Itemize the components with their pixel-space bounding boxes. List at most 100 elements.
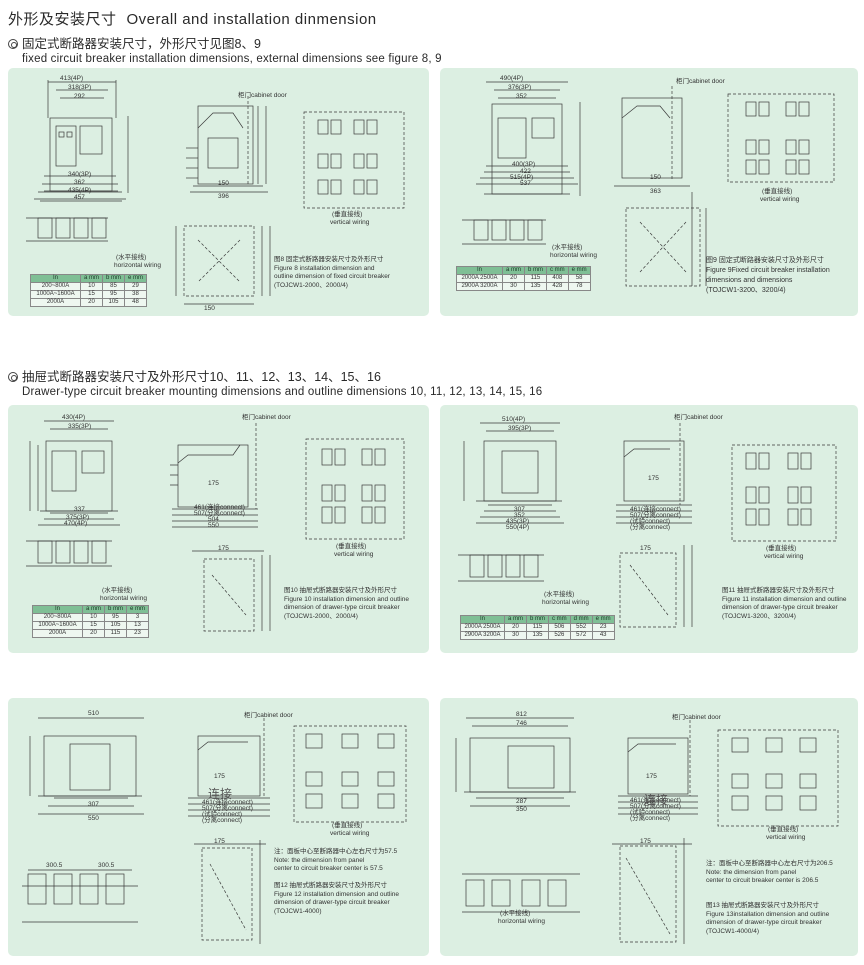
connect-label: (试验connect) <box>630 518 671 525</box>
dimension-label: 350 <box>516 806 527 813</box>
dimension-label: 413(4P) <box>60 75 84 82</box>
connect-label: 461(连接connect) <box>630 797 681 804</box>
dimension-label: 340(3P) <box>68 171 92 178</box>
connect-label: 507(分离connect) <box>630 803 681 810</box>
connect-label: (分离connect) <box>630 524 671 531</box>
vertical-wiring-zh: (垂直接线) <box>336 543 367 550</box>
connect-label: (试验connect) <box>202 811 243 818</box>
horizontal-wiring-en: horizontal wiring <box>498 918 545 925</box>
section-drawer-title-en: Drawer-type circuit breaker mounting dim… <box>22 386 543 398</box>
vertical-wiring-en: vertical wiring <box>760 196 800 203</box>
vertical-wiring-en: vertical wiring <box>764 553 804 560</box>
dimension-label: 510 <box>88 710 99 717</box>
vertical-wiring-zh: (垂直接线) <box>766 545 797 552</box>
figure-8-caption: 图8 固定式断路器安装尺寸及外形尺寸 Figure 8 installation… <box>274 256 390 289</box>
figure-13-panel: 812 746 287 350 175 461(连接connect) 507(分… <box>440 698 858 956</box>
dimension-label: 400(3P) <box>512 161 536 168</box>
dimension-label: 470(4P) <box>64 520 88 527</box>
dimension-label: 175 <box>208 480 219 487</box>
vertical-wiring-zh: (垂直接线) <box>762 188 793 195</box>
dimension-label: 150 <box>650 174 661 181</box>
dimension-label: 550 <box>88 815 99 822</box>
connect-label: (分离connect) <box>202 817 243 824</box>
dimension-label: 337 <box>74 506 85 513</box>
connect-label: 507(分离connect) <box>630 512 681 519</box>
figure-10-drawing <box>26 420 405 632</box>
figure-9-panel: 490(4P) 376(3P) 352 400(3P) 422 515(4P) … <box>440 68 858 316</box>
figure-9-caption: 图9 固定式断路器安装尺寸及外形尺寸 Figure 9Fixed circuit… <box>706 257 830 294</box>
dimension-label: 307 <box>514 506 525 513</box>
dimension-label: 550 <box>208 522 219 529</box>
dimension-label: 376(3P) <box>508 84 532 91</box>
cabinet-door-label: 柜门cabinet door <box>676 78 725 85</box>
page-title: 外形及安装尺寸 Overall and installation dinmensi… <box>8 8 377 29</box>
cabinet-door-label: 柜门cabinet door <box>242 414 291 421</box>
vertical-wiring-zh: (垂直接线) <box>768 826 799 833</box>
figure-12-caption: 图12 抽屉式断路器安装尺寸及外形尺寸 Figure 12 installati… <box>274 882 400 915</box>
dimension-label: 375(3P) <box>66 514 90 521</box>
bullet-icon <box>8 39 18 49</box>
dimension-label: 746 <box>516 720 527 727</box>
connect-label: 507(分离connect) <box>194 510 245 517</box>
figure-12-panel: 510 300.5 300.5 307 550 175 461(连接connec… <box>8 698 429 956</box>
vertical-wiring-zh: (垂直接线) <box>332 822 363 829</box>
dimension-label: 515(4P) <box>510 174 534 181</box>
dimension-label: 175 <box>218 545 229 552</box>
horizontal-wiring-en: horizontal wiring <box>550 252 597 259</box>
dimension-label: 395(3P) <box>508 425 532 432</box>
figure-9-drawing <box>462 81 835 287</box>
figure-8-drawing <box>26 80 405 305</box>
dimension-label: 550(4P) <box>506 524 530 531</box>
dimension-label: 175 <box>214 838 225 845</box>
figure-11-drawing <box>458 422 837 628</box>
connect-label: 461(连接connect) <box>630 506 681 513</box>
dimension-label: 504 <box>208 516 219 523</box>
connect-label: 461(连接connect) <box>202 799 253 806</box>
dimension-label: 352 <box>514 512 525 519</box>
dimension-label: 292 <box>74 93 85 100</box>
vertical-wiring-en: vertical wiring <box>330 219 370 226</box>
dimension-label: 537 <box>520 180 531 187</box>
section-fixed-heading: 固定式断路器安装尺寸，外形尺寸见图8、9 fixed circuit break… <box>8 33 442 65</box>
dimension-label: 335(3P) <box>68 423 92 430</box>
figure-13-drawing <box>455 717 839 944</box>
dimension-label: 457 <box>74 194 85 201</box>
horizontal-wiring-zh: (水平接线) <box>500 910 531 917</box>
dimension-label: 396 <box>218 193 229 200</box>
figure-12-note: 注：面板中心至断路器中心左右尺寸为57.5 Note: the dimensio… <box>274 848 398 872</box>
dimension-label: 490(4P) <box>500 75 524 82</box>
dimension-label: 175 <box>648 475 659 482</box>
figure-10-panel: 430(4P) 335(3P) 337 375(3P) 470(4P) 175 … <box>8 405 429 653</box>
cabinet-door-label: 柜门cabinet door <box>672 714 721 721</box>
horizontal-wiring-en: horizontal wiring <box>542 599 589 606</box>
dimension-label: 435(4P) <box>68 187 92 194</box>
vertical-wiring-en: vertical wiring <box>334 551 374 558</box>
vertical-wiring-en: vertical wiring <box>330 830 370 837</box>
dimension-label: 150 <box>218 180 229 187</box>
dimension-label: 300.5 <box>98 862 115 869</box>
vertical-wiring-en: vertical wiring <box>766 834 806 841</box>
dimension-label: 175 <box>646 773 657 780</box>
connect-label: (试验connect) <box>630 809 671 816</box>
section-drawer-heading: 抽屉式断路器安装尺寸及外形尺寸10、11、12、13、14、15、16 Draw… <box>8 366 542 398</box>
page-title-en: Overall and installation dinmension <box>126 11 377 28</box>
vertical-wiring-zh: (垂直接线) <box>332 211 363 218</box>
connect-label: 507(分离connect) <box>202 805 253 812</box>
page-title-zh: 外形及安装尺寸 <box>8 11 117 28</box>
figure-10-caption: 图10 抽屉式断路器安装尺寸及外形尺寸 Figure 10 installati… <box>284 587 410 620</box>
watermark-text: 连接 <box>208 787 233 801</box>
dimension-label: 175 <box>640 838 651 845</box>
horizontal-wiring-zh: (水平接线) <box>116 254 147 261</box>
dimension-label: 362 <box>74 179 85 186</box>
section-drawer-title-zh: 抽屉式断路器安装尺寸及外形尺寸10、11、12、13、14、15、16 <box>22 370 381 384</box>
bullet-icon <box>8 372 18 382</box>
figure-13-note: 注：面板中心至断路器中心左右尺寸为206.5 Note: the dimensi… <box>706 860 833 884</box>
figure-12-drawing <box>22 717 407 944</box>
dimension-label: 422 <box>520 168 531 175</box>
dimension-label: 352 <box>516 93 527 100</box>
cabinet-door-label: 柜门cabinet door <box>238 92 287 99</box>
dimension-label: 150 <box>204 305 215 312</box>
